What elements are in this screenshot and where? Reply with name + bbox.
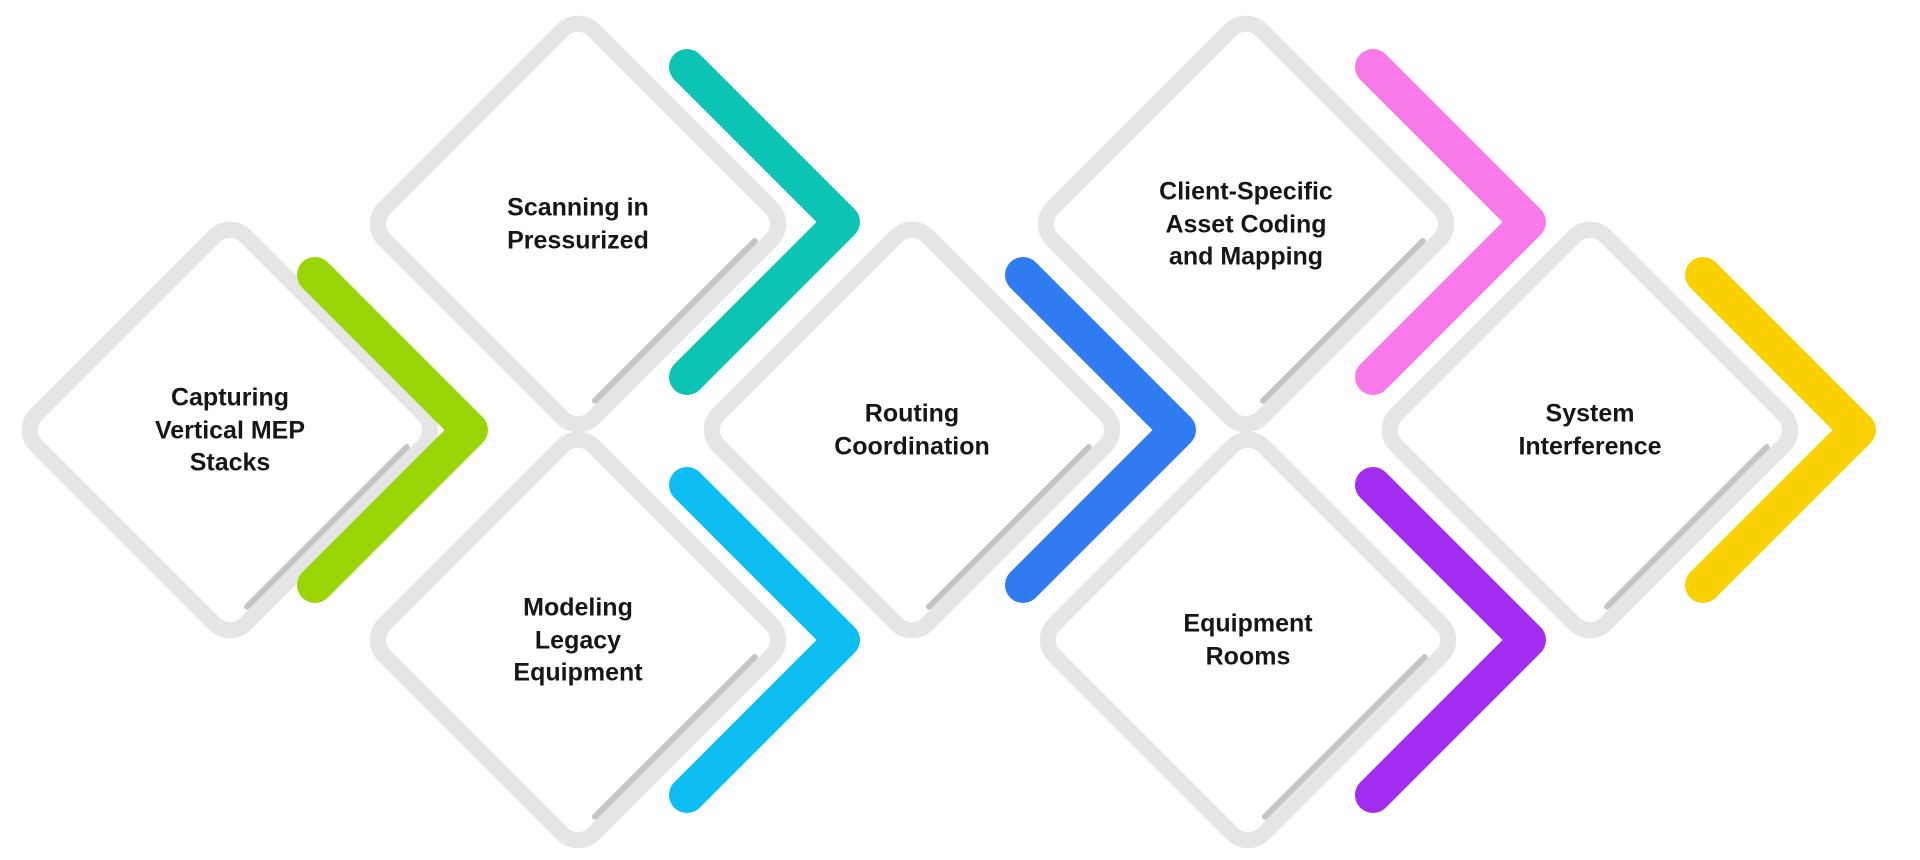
step-label: Client-Specific Asset Coding and Mapping [1159,177,1333,271]
step-label: Modeling Legacy Equipment [513,593,643,687]
diamond-edge-shadow [924,442,1094,612]
diamond-edge-shadow [1260,652,1430,822]
step-label: Equipment Rooms [1183,609,1313,671]
step-label: Routing Coordination [834,399,990,461]
diamond-edge-shadow [1602,442,1772,612]
diamond-edge-shadow [590,236,760,406]
step-label: Scanning in Pressurized [507,193,649,255]
step-label: System Interference [1518,399,1662,461]
step-label: Capturing Vertical MEP Stacks [154,383,306,477]
